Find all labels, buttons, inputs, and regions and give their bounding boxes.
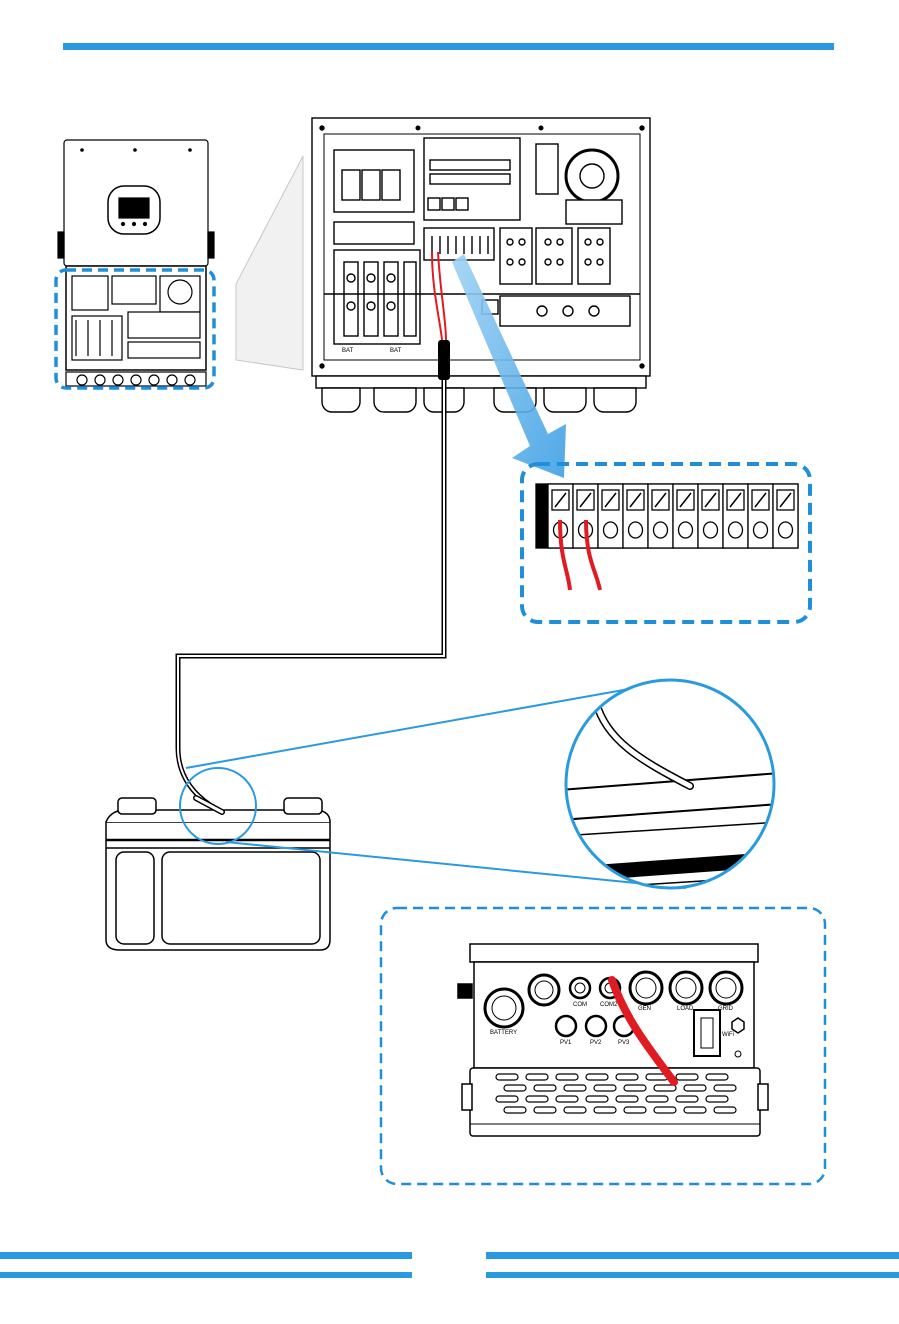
vent-slot bbox=[564, 1085, 586, 1091]
vent-slot bbox=[594, 1085, 616, 1091]
magnifier-circle-icon bbox=[560, 680, 780, 890]
vent-slot bbox=[684, 1107, 706, 1113]
load-port-label: LOAD bbox=[677, 1006, 694, 1012]
battery-port-label: BATTERY bbox=[490, 1030, 517, 1036]
vent-slot bbox=[586, 1074, 608, 1080]
vent-slot bbox=[676, 1074, 698, 1080]
grid-port-label: GRID bbox=[718, 1006, 734, 1012]
inverter-open-panel-icon bbox=[312, 118, 650, 412]
footer-bar-right-bottom bbox=[486, 1272, 899, 1278]
vent-slot bbox=[496, 1074, 518, 1080]
terminal-5 bbox=[648, 484, 673, 548]
inverter-front-icon bbox=[58, 140, 214, 386]
terminal-8 bbox=[723, 484, 748, 548]
vent-slot bbox=[526, 1074, 548, 1080]
vent-slot bbox=[504, 1085, 526, 1091]
vent-slot bbox=[616, 1096, 638, 1102]
vent-slot bbox=[624, 1107, 646, 1113]
vent-slot bbox=[594, 1107, 616, 1113]
vent-slot bbox=[706, 1074, 728, 1080]
terminal-4 bbox=[623, 484, 648, 548]
terminal-9 bbox=[748, 484, 773, 548]
vent-slot bbox=[556, 1096, 578, 1102]
vent-slot bbox=[586, 1096, 608, 1102]
vent-slot bbox=[714, 1107, 736, 1113]
vent-slot bbox=[654, 1085, 676, 1091]
vent-slot bbox=[676, 1096, 698, 1102]
pv2-port bbox=[586, 1016, 606, 1036]
vent-slot bbox=[714, 1085, 736, 1091]
com-port-label: COM bbox=[573, 1002, 587, 1008]
terminal-7 bbox=[698, 484, 723, 548]
wifi-port-label: WiFi bbox=[722, 1032, 734, 1038]
vent-slot bbox=[706, 1096, 728, 1102]
pv3-port-label: PV3 bbox=[618, 1040, 630, 1046]
terminal-10 bbox=[773, 484, 798, 548]
pv2-port-label: PV2 bbox=[590, 1040, 602, 1046]
vent-slot bbox=[526, 1096, 548, 1102]
vent-slot bbox=[556, 1074, 578, 1080]
footer-bar-left-top bbox=[0, 1252, 412, 1259]
sensor-cable bbox=[178, 380, 444, 805]
vent-slot bbox=[496, 1096, 518, 1102]
vent-slot bbox=[654, 1107, 676, 1113]
vent-slot bbox=[624, 1085, 646, 1091]
footer-bar-right-top bbox=[486, 1252, 899, 1259]
vent-slot bbox=[564, 1107, 586, 1113]
pv1-port bbox=[556, 1016, 576, 1036]
bms-port-label: COM2 bbox=[600, 1002, 618, 1008]
footer-bar-left-bottom bbox=[0, 1272, 412, 1278]
pv1-port-label: PV1 bbox=[560, 1040, 572, 1046]
zoom-cone bbox=[236, 156, 303, 370]
vent-slot bbox=[534, 1107, 556, 1113]
terminal-6 bbox=[673, 484, 698, 548]
battery-icon bbox=[106, 798, 330, 950]
header-bar bbox=[63, 43, 834, 50]
battery-label-1: BAT bbox=[342, 348, 354, 354]
terminal-3 bbox=[598, 484, 623, 548]
vent-slot bbox=[616, 1074, 638, 1080]
vent-slot bbox=[646, 1096, 668, 1102]
vent-slot bbox=[534, 1085, 556, 1091]
cable-gland-sleeve bbox=[438, 340, 450, 380]
vent-slot bbox=[504, 1107, 526, 1113]
vent-slot bbox=[684, 1085, 706, 1091]
battery-label-2: BAT bbox=[390, 348, 402, 354]
gen-port-label: GEN bbox=[638, 1006, 651, 1012]
